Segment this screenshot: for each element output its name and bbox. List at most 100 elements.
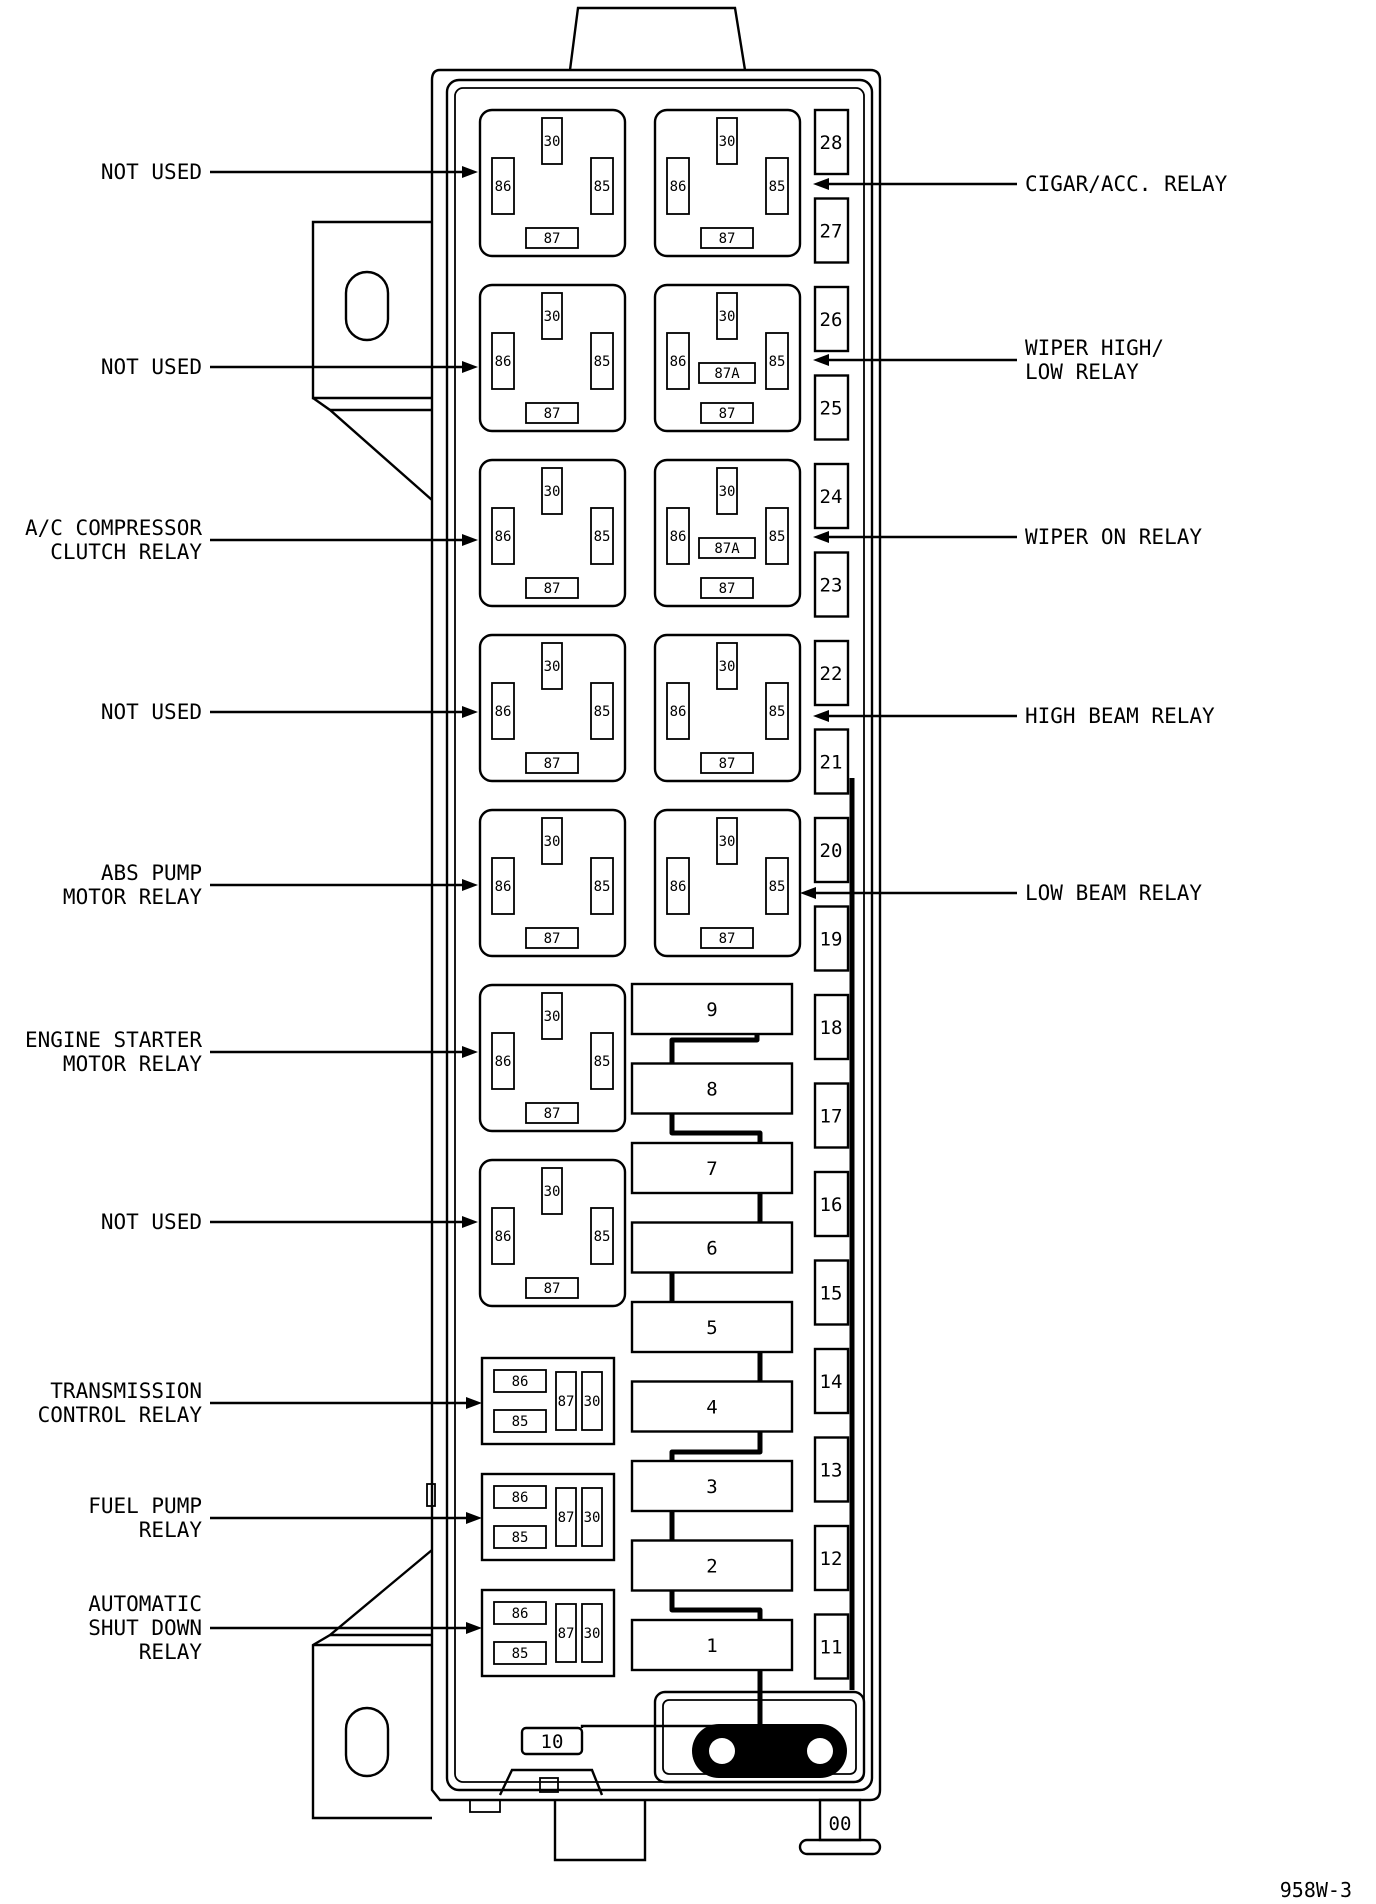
callout-label-line: WIPER ON RELAY xyxy=(1025,525,1202,549)
relay-pin-87: 87 xyxy=(719,581,736,597)
side-fuse-19[interactable]: 19 xyxy=(813,905,850,972)
center-fuse-column: 9 8 7 6 5 4 3 2 1 xyxy=(630,982,794,1672)
relay-pin-86: 86 xyxy=(670,704,687,720)
left-callout-2: NOT USED xyxy=(101,355,478,379)
bottom-tabs: 00 xyxy=(469,1768,882,1862)
side-fuse-13[interactable]: 13 xyxy=(813,1436,850,1503)
side-fuse-26[interactable]: 26 xyxy=(813,285,850,353)
relay-pin-86: 86 xyxy=(670,529,687,545)
side-fuse-14[interactable]: 14 xyxy=(813,1347,850,1415)
fuse-number: 15 xyxy=(820,1283,843,1305)
mini-relay-pin-87: 87 xyxy=(558,1626,575,1642)
fuse-number: 27 xyxy=(820,221,843,243)
lower-mounting-bracket xyxy=(311,1483,436,1820)
relay-pin-87: 87 xyxy=(719,231,736,247)
center-fuse-8[interactable]: 8 xyxy=(630,1062,794,1115)
center-fuse-9[interactable]: 9 xyxy=(630,982,794,1036)
upper-bracket-slot xyxy=(344,270,390,342)
center-fuse-1[interactable]: 1 xyxy=(630,1618,794,1672)
relay-pin-87: 87 xyxy=(544,1281,561,1297)
callout-label-line: HIGH BEAM RELAY xyxy=(1025,704,1215,728)
figure-code: 958W-3 xyxy=(1280,1878,1352,1902)
side-fuse-18[interactable]: 18 xyxy=(813,993,850,1061)
mini-relay-pin-87: 87 xyxy=(558,1510,575,1526)
fuse-10-number: 10 xyxy=(541,1731,564,1753)
side-fuse-21[interactable]: 21 xyxy=(813,728,850,795)
left-callout-7: NOT USED xyxy=(101,1210,478,1234)
relay-pin-87: 87 xyxy=(719,406,736,422)
side-fuse-25[interactable]: 25 xyxy=(813,374,850,441)
relay-pin-87: 87 xyxy=(544,1106,561,1122)
relay-pin-85: 85 xyxy=(594,704,611,720)
mini-relay-pin-85: 85 xyxy=(512,1414,529,1430)
center-fuse-4[interactable]: 4 xyxy=(630,1380,794,1433)
fuse-number: 12 xyxy=(820,1548,843,1570)
side-fuse-20[interactable]: 20 xyxy=(813,816,850,884)
side-fuse-22[interactable]: 22 xyxy=(813,639,850,707)
callout-label-line: AUTOMATIC xyxy=(88,1592,202,1616)
connector-text: 00 xyxy=(829,1813,852,1835)
center-fuse-7[interactable]: 7 xyxy=(630,1141,794,1195)
side-fuse-17[interactable]: 17 xyxy=(813,1082,850,1149)
relay-pin-86: 86 xyxy=(495,704,512,720)
side-fuse-23[interactable]: 23 xyxy=(813,551,850,618)
side-fuse-15[interactable]: 15 xyxy=(813,1259,850,1326)
center-fuse-6[interactable]: 6 xyxy=(630,1221,794,1274)
center-fuse-2[interactable]: 2 xyxy=(630,1539,794,1592)
center-fuse-5[interactable]: 5 xyxy=(630,1300,794,1354)
callout-label-line: SHUT DOWN xyxy=(88,1616,202,1640)
relay-pin-30: 30 xyxy=(719,484,736,500)
fuse-number: 25 xyxy=(820,398,843,420)
side-fuse-11[interactable]: 11 xyxy=(813,1613,850,1680)
relay-pin-86: 86 xyxy=(495,1054,512,1070)
relay-pin-85: 85 xyxy=(769,704,786,720)
mini-relay-pin-86: 86 xyxy=(512,1606,529,1622)
lower-bracket-slot xyxy=(344,1706,390,1778)
left-callout-4: NOT USED xyxy=(101,700,478,724)
fuse-number: 17 xyxy=(820,1106,843,1128)
fuse-number: 2 xyxy=(706,1556,717,1578)
relay-pin-87a: 87A xyxy=(714,366,740,382)
relay-pin-87: 87 xyxy=(544,406,561,422)
housing-inner-outline xyxy=(445,78,874,1792)
side-fuse-12[interactable]: 12 xyxy=(813,1524,850,1592)
fuse-number: 3 xyxy=(706,1476,717,1498)
center-fuse-3[interactable]: 3 xyxy=(630,1459,794,1513)
callout-label-line: ENGINE STARTER xyxy=(25,1028,202,1052)
side-fuse-24[interactable]: 24 xyxy=(813,462,850,530)
fuse-number: 18 xyxy=(820,1017,843,1039)
relay-pin-30: 30 xyxy=(544,659,561,675)
side-fuse-16[interactable]: 16 xyxy=(813,1170,850,1238)
callout-label-line: LOW RELAY xyxy=(1025,360,1139,384)
fuse-number: 24 xyxy=(820,486,843,508)
relay-pin-85: 85 xyxy=(594,529,611,545)
relay-pin-30: 30 xyxy=(719,659,736,675)
left-callout-1: NOT USED xyxy=(101,160,478,184)
fuse-number: 9 xyxy=(706,999,717,1021)
relay-pin-85: 85 xyxy=(769,529,786,545)
fuse-number: 5 xyxy=(706,1317,717,1339)
mini-relay-pin-86: 86 xyxy=(512,1374,529,1390)
side-fuse-27[interactable]: 27 xyxy=(813,197,850,264)
relay-pin-85: 85 xyxy=(594,1054,611,1070)
callout-label-line: CONTROL RELAY xyxy=(38,1403,203,1427)
side-fuse-28[interactable]: 28 xyxy=(813,108,850,176)
